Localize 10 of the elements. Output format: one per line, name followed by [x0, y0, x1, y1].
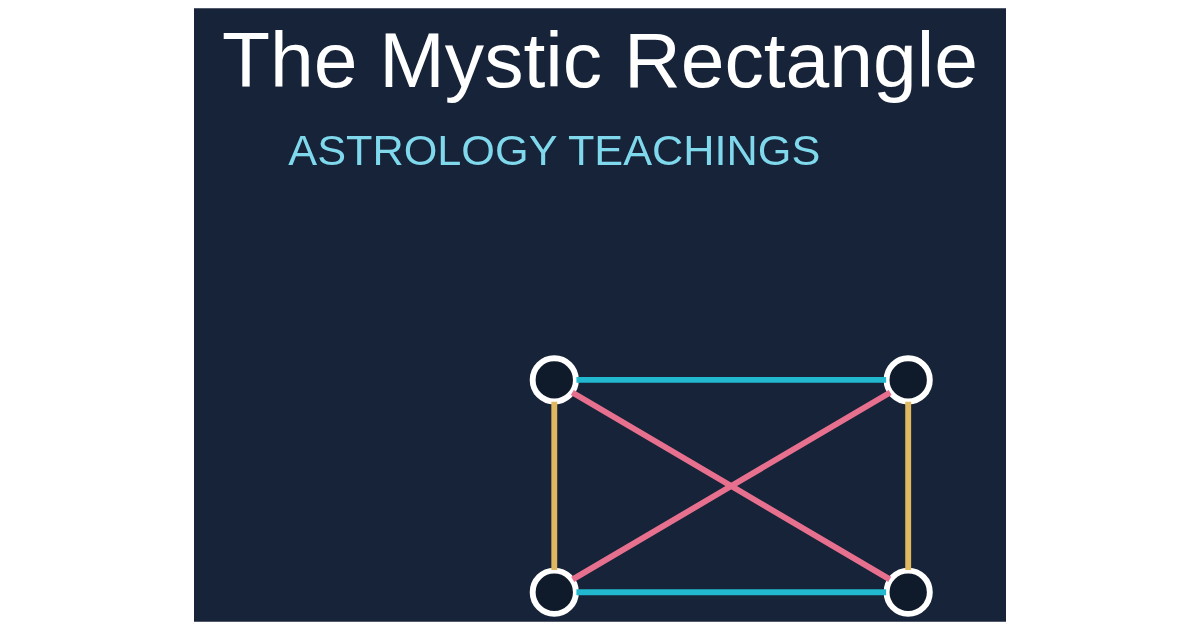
node-circle — [883, 567, 933, 617]
node-circle — [529, 355, 579, 405]
node-circle — [529, 567, 579, 617]
diagram-title: The Mystic Rectangle — [222, 15, 978, 104]
connector — [905, 401, 912, 570]
connector — [576, 376, 887, 383]
connector — [576, 589, 887, 596]
connector — [551, 401, 558, 570]
label: ASTROLOGY TEACHINGS — [288, 125, 821, 174]
node-circle — [883, 355, 933, 405]
